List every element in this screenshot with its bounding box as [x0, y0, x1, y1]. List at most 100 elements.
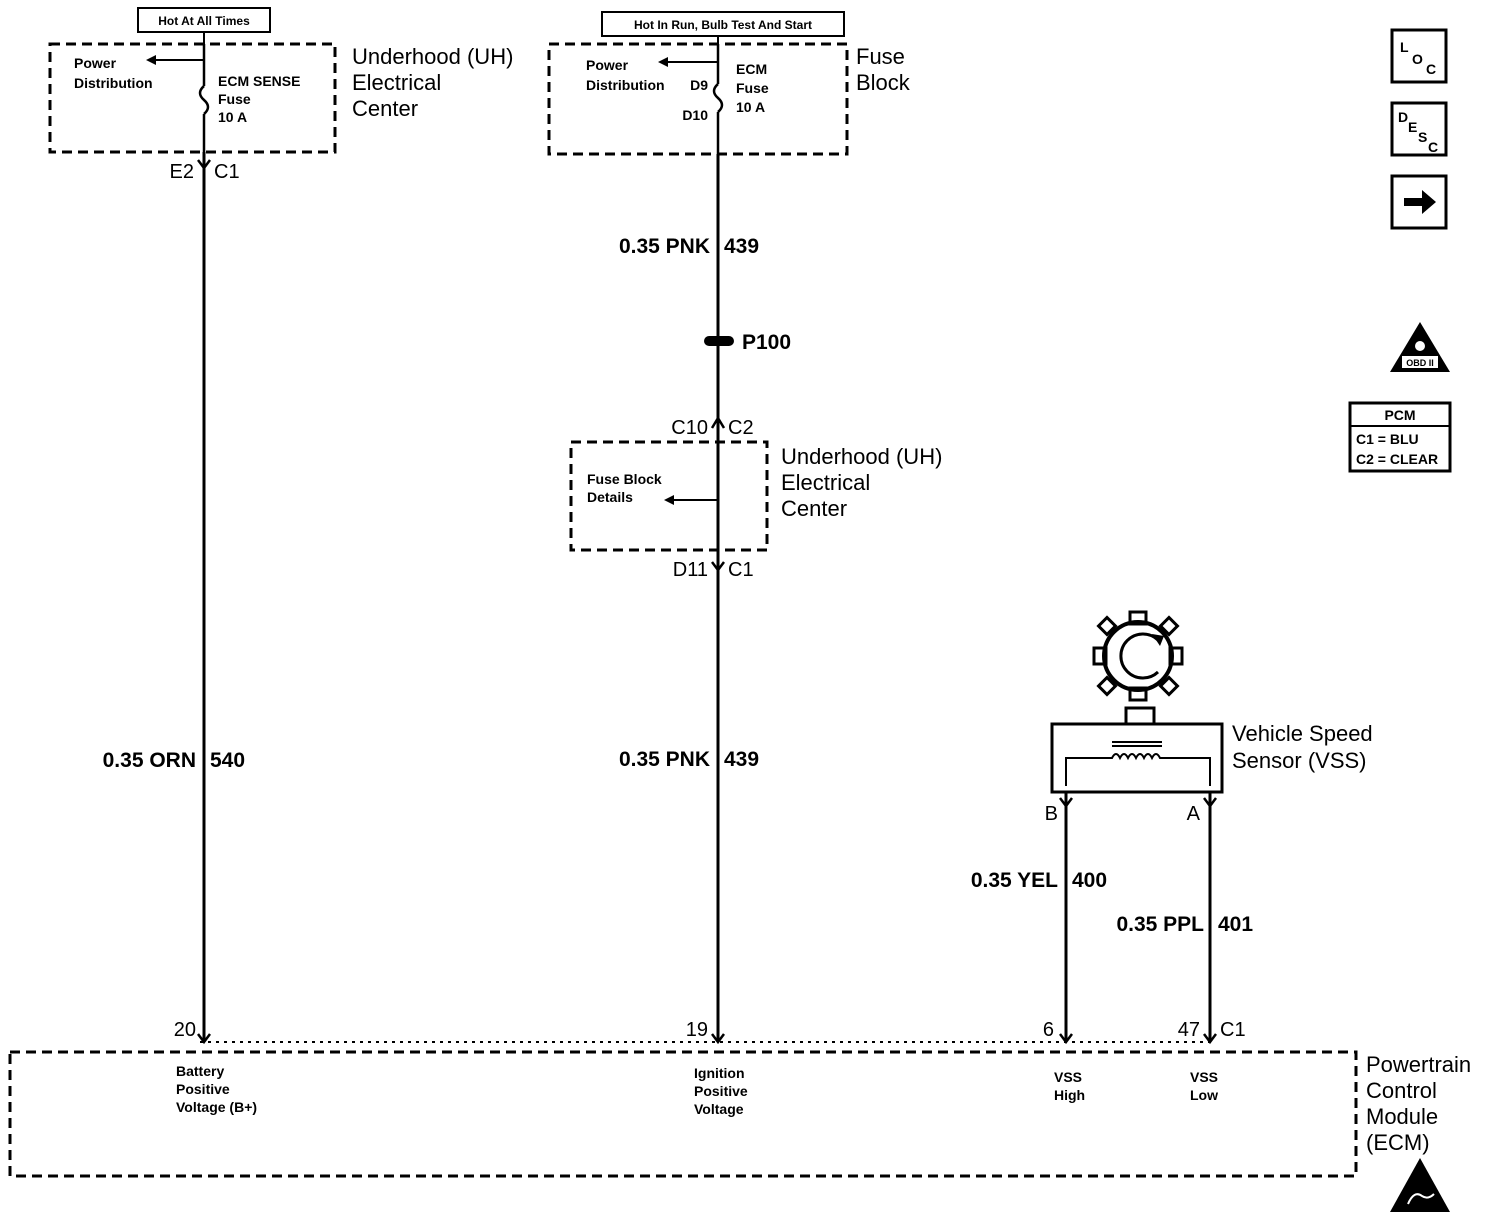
- wire-orn-gauge: 0.35 ORN: [103, 749, 196, 772]
- uh-top-power-dist-1: Power: [74, 55, 117, 71]
- uh-center-mid-box: [569, 440, 769, 552]
- pcm-pin-20-label-3: Voltage (B+): [176, 1099, 257, 1115]
- vss-coil-icon: [1065, 741, 1211, 786]
- pcm-title-4: (ECM): [1366, 1130, 1430, 1155]
- arrow-left-icon: [658, 57, 668, 67]
- pcm-pin-6-label-2: High: [1054, 1087, 1085, 1103]
- vss-title-1: Vehicle Speed: [1232, 721, 1373, 746]
- wire-ppl-gauge: 0.35 PPL: [1116, 913, 1204, 936]
- wire-pnk-upper-circuit: 439: [724, 235, 759, 258]
- wire-pnk-lower-circuit: 439: [724, 748, 759, 771]
- svg-text:OBD II: OBD II: [1406, 358, 1434, 368]
- fb-power-dist-1: Power: [586, 57, 629, 73]
- description-icon[interactable]: D E S C: [1390, 101, 1448, 157]
- pcm-pin-20-icon: [197, 1033, 211, 1045]
- svg-text:C: C: [1428, 139, 1438, 155]
- wire-yel-gauge: 0.35 YEL: [971, 869, 1058, 892]
- location-icon[interactable]: L O C: [1390, 28, 1448, 84]
- pcm-legend-row-1: C1 = BLU: [1356, 431, 1419, 447]
- fuse-block-details-2: Details: [587, 489, 633, 505]
- ecm-sense-fuse-icon: [198, 85, 210, 115]
- pcm-legend-row-2: C2 = CLEAR: [1356, 451, 1438, 467]
- fb-pin-in: D9: [690, 77, 708, 93]
- pcm-legend-title: PCM: [1384, 407, 1415, 423]
- uh-top-title-2: Electrical: [352, 70, 441, 95]
- arrow-left-icon: [146, 55, 156, 65]
- pcm-legend: PCM C1 = BLU C2 = CLEAR: [1348, 401, 1452, 473]
- uh-top-title-3: Center: [352, 96, 418, 121]
- pcm-connector-label: C1: [1220, 1019, 1246, 1041]
- svg-text:E: E: [1408, 119, 1417, 135]
- fb-pin-out: D10: [682, 107, 708, 123]
- vss-rotor-icon: [1092, 610, 1184, 702]
- vss-pin-b: B: [1045, 803, 1058, 825]
- pcm-pin-47-label-2: Low: [1190, 1087, 1218, 1103]
- splice-p100-icon: [704, 336, 734, 346]
- pcm-pin-20: 20: [174, 1019, 196, 1041]
- pcm-title-1: Powertrain: [1366, 1052, 1471, 1077]
- pcm-pin-6-icon: [1059, 1033, 1073, 1045]
- fuse-block-details-1: Fuse Block: [587, 471, 662, 487]
- ecm-sense-fuse-label-1: ECM SENSE: [218, 73, 300, 89]
- pcm-pin-20-label-2: Positive: [176, 1081, 230, 1097]
- svg-text:D: D: [1398, 109, 1408, 125]
- hot-in-run-box: [601, 11, 845, 37]
- uh-center-top-box: [48, 42, 337, 154]
- ecm-fuse-icon: [712, 83, 724, 113]
- pcm-pin-19-label-1: Ignition: [694, 1065, 745, 1081]
- pcm-pin-47-icon: [1203, 1033, 1217, 1045]
- fuse-block-title-2: Block: [856, 70, 911, 95]
- uh-mid-title-3: Center: [781, 496, 847, 521]
- uh-top-power-dist-2: Distribution: [74, 75, 153, 91]
- svg-text:S: S: [1418, 129, 1427, 145]
- connector-c10-label: C2: [728, 417, 754, 439]
- connector-c10-icon: [710, 415, 726, 429]
- fuse-block-title-1: Fuse: [856, 44, 905, 69]
- pcm-pin-19-label-2: Positive: [694, 1083, 748, 1099]
- connector-d11-pin: D11: [673, 559, 708, 581]
- pcm-pin-19: 19: [686, 1019, 708, 1041]
- pcm-pin-6-label-1: VSS: [1054, 1069, 1082, 1085]
- fuse-block-box: [547, 42, 849, 156]
- pcm-pin-6: 6: [1043, 1019, 1054, 1041]
- uh-mid-title-1: Underhood (UH): [781, 444, 942, 469]
- connector-e2-pin: E2: [170, 161, 194, 183]
- ecm-sense-fuse-label-3: 10 A: [218, 109, 247, 125]
- vss-box: [1050, 722, 1224, 794]
- svg-text:O: O: [1412, 51, 1423, 67]
- ecm-fuse-label-2: Fuse: [736, 80, 769, 96]
- connector-c10-pin: C10: [671, 417, 708, 439]
- hot-at-all-times-label: Hot At All Times: [158, 14, 250, 28]
- pcm-module-box: [8, 1050, 1358, 1178]
- pcm-pin-47: 47: [1178, 1019, 1200, 1041]
- arrow-right-icon: [1404, 190, 1436, 214]
- arrow-left-icon: [664, 495, 674, 505]
- hot-in-run-label: Hot In Run, Bulb Test And Start: [634, 18, 812, 32]
- next-page-button[interactable]: [1390, 174, 1448, 230]
- vss-pin-a: A: [1187, 803, 1201, 825]
- svg-text:C: C: [1426, 61, 1436, 77]
- connector-d11-label: C1: [728, 559, 754, 581]
- uh-mid-title-2: Electrical: [781, 470, 870, 495]
- wire-orn-circuit: 540: [210, 749, 245, 772]
- obd-warning-icon: OBD II: [1390, 322, 1450, 372]
- fb-power-dist-2: Distribution: [586, 77, 665, 93]
- ecm-sense-fuse-label-2: Fuse: [218, 91, 251, 107]
- pcm-pin-19-label-3: Voltage: [694, 1101, 744, 1117]
- wire-ppl-circuit: 401: [1218, 913, 1253, 936]
- ecm-fuse-label-3: 10 A: [736, 99, 765, 115]
- vss-magnet-icon: [1124, 706, 1156, 726]
- vss-title-2: Sensor (VSS): [1232, 748, 1367, 773]
- esd-warning-icon: [1390, 1158, 1450, 1212]
- pcm-pin-19-icon: [711, 1033, 725, 1045]
- uh-top-title-1: Underhood (UH): [352, 44, 513, 69]
- ecm-fuse-label-1: ECM: [736, 61, 767, 77]
- wire-yel-circuit: 400: [1072, 869, 1107, 892]
- pcm-pin-47-label-1: VSS: [1190, 1069, 1218, 1085]
- wire-pnk-upper-gauge: 0.35 PNK: [619, 235, 710, 258]
- pcm-title-3: Module: [1366, 1104, 1438, 1129]
- wire-pnk-lower-gauge: 0.35 PNK: [619, 748, 710, 771]
- connector-e2-label: C1: [214, 161, 240, 183]
- pcm-title-2: Control: [1366, 1078, 1437, 1103]
